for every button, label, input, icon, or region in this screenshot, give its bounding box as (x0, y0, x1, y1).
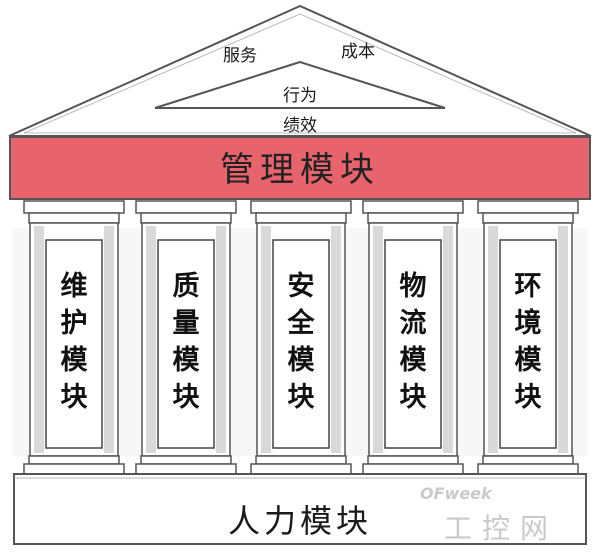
pillar-capital-lower (140, 212, 232, 224)
roof-right-label: 成本 (341, 42, 375, 62)
pillar-base-upper (28, 455, 120, 465)
pillar-flute-right (104, 226, 114, 453)
pillar-label: 物流模块 (399, 271, 427, 413)
pillar-flute-right (443, 226, 453, 453)
pillar-base-upper (482, 455, 574, 465)
pillar-base (23, 463, 125, 475)
pillar-capital-lower (367, 212, 459, 224)
pillar-flute-left (34, 226, 44, 453)
pillars-group (23, 200, 579, 475)
pillar-capital (250, 200, 352, 214)
pillar-panel (499, 239, 557, 449)
pillar-base-upper (140, 455, 232, 465)
roof-inner-line2: 绩效 (283, 116, 317, 136)
roof-inner (154, 60, 446, 109)
pillar-flute-right (558, 226, 568, 453)
management-banner-label: 管理模块 (220, 150, 380, 190)
pillar-base-upper (255, 455, 347, 465)
pillar-capital-lower (28, 212, 120, 224)
pillar-panel (384, 239, 442, 449)
pillar-flute-left (488, 226, 498, 453)
pillar-capital (477, 200, 579, 214)
pillar-flute-left (373, 226, 383, 453)
pillar-label: 质量模块 (172, 271, 200, 413)
pillar-base (135, 463, 237, 475)
pillar-label: 维护模块 (60, 271, 88, 413)
pillar-flute-left (146, 226, 156, 453)
pillar-capital-lower (255, 212, 347, 224)
base-platform (13, 473, 587, 545)
pillar-capital (362, 200, 464, 214)
pillar-panel (272, 239, 330, 449)
pillar-base (250, 463, 352, 475)
roof-left-label: 服务 (223, 46, 257, 66)
watermark-brand: OFweek (420, 484, 492, 503)
pillar-label: 环境模块 (514, 271, 542, 413)
pillar-flute-right (331, 226, 341, 453)
management-banner (9, 136, 591, 200)
roof-inner-line1: 行为 (283, 86, 317, 106)
base-label: 人力模块 (227, 502, 372, 540)
pillar-base-upper (367, 455, 459, 465)
pillar-capital (23, 200, 125, 214)
watermark-site: 工控网 (444, 512, 559, 545)
pillar-panel (157, 239, 215, 449)
pillar-flute-left (261, 226, 271, 453)
pillar-panel (45, 239, 103, 449)
pillar-base (477, 463, 579, 475)
pillar-capital (135, 200, 237, 214)
pillar-label: 安全模块 (287, 271, 315, 413)
pillar-base (362, 463, 464, 475)
pillar-flute-right (216, 226, 226, 453)
pillar-capital-lower (482, 212, 574, 224)
